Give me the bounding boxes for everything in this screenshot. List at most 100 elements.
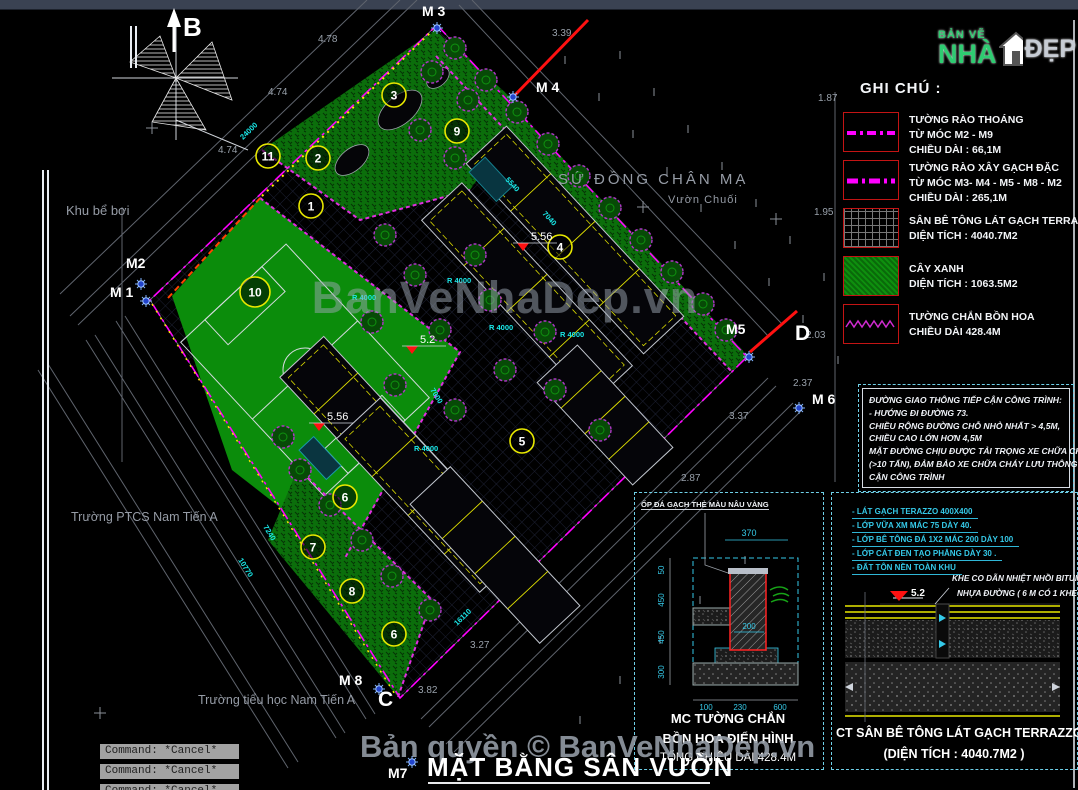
- section-letter: D: [795, 322, 810, 345]
- tree-icon: [288, 458, 312, 482]
- tree-icon: [428, 318, 452, 342]
- spot-level: 5.56: [531, 231, 552, 243]
- sheet-borders: [42, 20, 1075, 790]
- spot-level: 5.2: [420, 334, 435, 346]
- note-line: MẶT ĐƯỜNG CHỊU ĐƯỢC TẢI TRỌNG XE CHỮA CH…: [869, 446, 1078, 457]
- command-line-1[interactable]: Command: *Cancel*: [100, 744, 239, 759]
- zone-badge: [239, 276, 271, 308]
- logo-text-banve: BẢN VẼ: [938, 29, 986, 41]
- zone-badge-number: 1: [308, 200, 315, 214]
- legend-text: CHIỀU DÀI : 66,1M: [909, 144, 1002, 156]
- tree-icon: [367, 317, 377, 327]
- zone-badge-number: 6: [342, 491, 349, 505]
- layer-note: - LÁT GẠCH TERAZZO 400X400: [852, 505, 979, 519]
- tree-icon: [605, 203, 615, 213]
- grid-cross-icon: [770, 213, 782, 225]
- tree-icon: [295, 465, 305, 475]
- svg-text:300: 300: [657, 665, 666, 679]
- tree-icon: [420, 60, 444, 84]
- tree-icon: [350, 528, 374, 552]
- cad-dim-label: R 4000: [447, 276, 471, 285]
- mc-caption: MC TƯỜNG CHẮN: [670, 711, 786, 726]
- zone-badge-number: 3: [391, 89, 398, 103]
- survey-marker-label: M2: [126, 255, 146, 271]
- tree-icon: [691, 292, 715, 316]
- tree-icon: [470, 250, 480, 260]
- tree-icon: [383, 373, 407, 397]
- zone-badge: [381, 621, 407, 647]
- ct-caption: (DIỆN TÍCH : 4040.7M2 ): [883, 747, 1025, 761]
- survey-marker-icon: [142, 297, 150, 305]
- house-icon: [998, 31, 1023, 66]
- tree-icon: [698, 299, 708, 309]
- tree-icon: [500, 365, 510, 375]
- zone-badge: [381, 82, 407, 108]
- tree-icon: [390, 380, 400, 390]
- tree-icon: [543, 139, 553, 149]
- tree-icon: [540, 327, 550, 337]
- zone-badge-number: 11: [262, 150, 275, 164]
- tree-icon: [629, 228, 653, 252]
- svg-text:100: 100: [699, 703, 713, 712]
- compass-north-label: B: [183, 12, 202, 42]
- area-label: Khu bể bơi: [66, 203, 130, 218]
- svg-text:5.2: 5.2: [911, 588, 925, 599]
- sheet-title-underline: [428, 782, 710, 784]
- mc-detail-material-label: ỐP ĐÁ GẠCH THẺ MÀU NÂU VÀNG: [641, 500, 769, 510]
- dimension-number: 4.74: [218, 145, 238, 156]
- tree-icon: [598, 196, 622, 220]
- zone-badge: [300, 534, 326, 560]
- command-line-2[interactable]: Command: *Cancel*: [100, 764, 239, 779]
- zone-badge: [332, 484, 358, 510]
- zone-badge: [298, 193, 324, 219]
- tree-icon: [450, 153, 460, 163]
- legend-text: DIỆN TÍCH : 4040.7M2: [909, 230, 1018, 242]
- tree-icon: [574, 171, 584, 181]
- joint-note: NHỰA ĐƯỜNG ( 6 M CÓ 1 KHE ): [957, 589, 1078, 598]
- legend-text: TỪ MÓC M3- M4 - M5 - M8 - M2: [909, 177, 1062, 189]
- survey-marker-label: M 8: [339, 672, 363, 688]
- legend-swatch: [843, 256, 899, 296]
- survey-marker-icon: [509, 93, 517, 101]
- cad-dim-label: R 4000: [414, 444, 438, 453]
- tree-icon: [463, 95, 473, 105]
- tree-icon: [357, 535, 367, 545]
- zone-badge-number: 9: [454, 125, 461, 139]
- tree-icon: [410, 270, 420, 280]
- legend-text: TỪ MÓC M2 - M9: [909, 129, 993, 141]
- survey-marker-icon: [433, 24, 441, 32]
- dimension-number: 2.03: [806, 330, 826, 341]
- note-line: (>10 TẤN), ĐẢM BẢO XE CHỮA CHÁY LƯU THÔN…: [869, 458, 1078, 469]
- command-line-3[interactable]: Command: *Cancel*: [100, 784, 239, 790]
- survey-marker-label: M7: [388, 765, 408, 781]
- legend-swatch: [843, 160, 899, 200]
- dimension-number: 4.74: [268, 87, 288, 98]
- mc-caption: TỔNG CHIỀU DÀI 428.4M: [659, 752, 797, 764]
- note-line: ĐƯỜNG GIAO THÔNG TIẾP CẬN CÔNG TRÌNH:: [869, 395, 1062, 405]
- survey-marker-label: M 1: [110, 284, 134, 300]
- svg-text:230: 230: [733, 703, 747, 712]
- dimension-number: 3.82: [418, 685, 438, 696]
- legend-text: CHIỀU DÀI : 265,1M: [909, 192, 1008, 204]
- tree-icon: [443, 398, 467, 422]
- zone-badge: [255, 143, 281, 169]
- note-line: - HƯỚNG ĐI ĐƯỜNG 73.: [869, 407, 969, 418]
- tree-icon: [435, 325, 445, 335]
- tree-icon: [533, 320, 557, 344]
- svg-text:200: 200: [742, 622, 756, 631]
- joint-note: KHE CO DÃN NHIỆT NHỒI BITUM: [952, 574, 1078, 583]
- legend-item-flowerbed-wall: TƯỜNG CHẮN BỒN HOA CHIỀU DÀI 428.4M: [843, 304, 1035, 344]
- tree-icon: [463, 243, 487, 267]
- zone-badge: [339, 578, 365, 604]
- mc-detail-drawing: 370 200 50 450 450 300 100 230 600: [657, 513, 799, 712]
- area-label: SỨ ĐỒNG CHÂN MẠ: [558, 170, 748, 188]
- survey-marker-label: M 4: [536, 79, 560, 95]
- tree-icon: [443, 36, 467, 60]
- dimension-number: 1.95: [814, 207, 834, 218]
- section-letter: C: [378, 688, 393, 711]
- tree-icon: [443, 146, 467, 170]
- tree-icon: [450, 405, 460, 415]
- survey-marker-icon: [745, 353, 753, 361]
